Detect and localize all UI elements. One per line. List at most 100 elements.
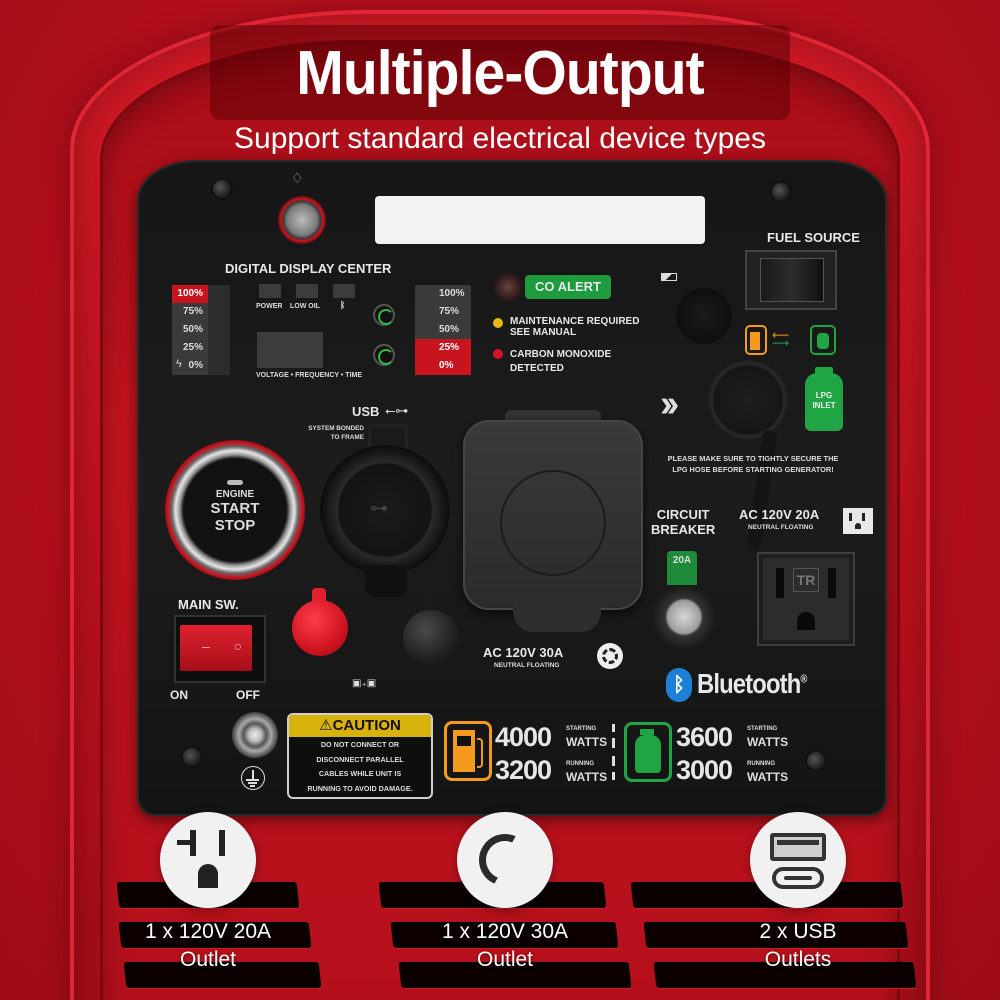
main-switch-marks: – ○ <box>202 638 253 654</box>
feature-label-20a: 1 x 120V 20A Outlet <box>144 920 272 971</box>
ground-terminal[interactable] <box>232 712 278 758</box>
lpg-starting-watts: 3600 <box>676 722 733 752</box>
watts-unit: WATTS <box>747 735 789 749</box>
screw-icon <box>807 752 825 770</box>
lpg-tank-icon <box>624 722 672 782</box>
usb-bonded-note: SYSTEM BONDED TO FRAME <box>308 425 364 441</box>
twist-lock-small-icon <box>597 643 623 669</box>
running-label: RUNNING <box>747 761 775 767</box>
co-detected-dot-icon <box>493 349 503 359</box>
starting-label: STARTING <box>566 726 597 732</box>
screw-icon <box>183 748 201 766</box>
start-button-led <box>227 480 243 485</box>
maintenance-dot-icon <box>493 318 503 328</box>
bluetooth-indicator-led <box>333 284 355 298</box>
starting-label: STARTING <box>747 726 778 732</box>
label-strip <box>375 196 705 244</box>
low-oil-indicator-led <box>296 284 318 298</box>
usb-ports-icon <box>750 812 846 908</box>
gasoline-pump-icon <box>444 721 492 781</box>
gasoline-running-watts: 3200 <box>495 755 552 785</box>
bluetooth-icon: ᛒ <box>666 668 692 702</box>
main-switch-on-label: ON <box>170 688 188 702</box>
power-label: POWER <box>256 303 283 310</box>
lpg-running-watts: 3000 <box>676 755 733 785</box>
ground-symbol-icon <box>241 766 265 790</box>
parallel-port-positive[interactable] <box>292 600 348 656</box>
chevrons-right-icon: ›› <box>660 383 679 425</box>
twist-lock-30a-outlet-icon <box>457 812 553 908</box>
running-label: RUNNING <box>566 761 594 767</box>
parallel-port-negative[interactable] <box>403 610 459 666</box>
outlet-30a-sub: NEUTRAL FLOATING <box>494 662 560 669</box>
usb-cover-hinge <box>368 424 408 464</box>
fuel-source-rocker[interactable] <box>760 258 824 302</box>
outlet-small-icon <box>843 508 873 534</box>
circuit-breaker-button[interactable] <box>652 585 716 649</box>
screw-icon <box>772 183 790 201</box>
nema-5-20-outlet-icon <box>160 812 256 908</box>
page-title: Multiple-Output <box>296 39 704 108</box>
light-icon: ♢ <box>291 170 304 186</box>
arrow-left-icon: ⟵ <box>772 328 790 342</box>
breaker-rating-tag: 20A <box>667 551 697 585</box>
battery-charge-port[interactable] <box>676 288 732 344</box>
bluetooth-small-icon: ᛒ <box>340 300 346 310</box>
circuit-breaker-label: CIRCUIT BREAKER <box>651 507 716 537</box>
page-subtitle: Support standard electrical device types <box>234 122 766 155</box>
parallel-connection-icon: ▣₊▣ <box>352 678 377 689</box>
lpg-tank-icon <box>810 325 836 355</box>
twist-lock-cover-tab[interactable] <box>513 600 601 632</box>
low-oil-label: LOW OIL <box>290 303 320 310</box>
start-button-label-engine: ENGINE <box>215 489 255 500</box>
divider <box>612 738 615 748</box>
light-button[interactable] <box>278 196 326 244</box>
co-alert-badge: CO ALERT <box>525 275 611 299</box>
usb-port[interactable] <box>320 445 450 575</box>
main-switch-rocker[interactable] <box>180 625 252 671</box>
outlet-30a-label: AC 120V 30A <box>483 645 564 660</box>
caution-title: ⚠CAUTION <box>289 715 431 737</box>
outlet-20a-sub: NEUTRAL FLOATING <box>748 524 814 531</box>
lpg-inlet-port[interactable] <box>708 360 788 440</box>
feature-label-usb: 2 x USB Outlets <box>759 920 837 971</box>
gasoline-starting-watts: 4000 <box>495 722 552 752</box>
divider <box>612 756 615 766</box>
screw-icon <box>213 180 231 198</box>
arrow-right-icon: ⟶ <box>772 336 790 350</box>
title-band <box>210 25 790 120</box>
fuel-source-label: FUEL SOURCE <box>767 230 860 245</box>
usb-symbol-icon: ⭠⊶ <box>385 403 409 418</box>
gasoline-icon <box>745 325 767 355</box>
co-detected-label: CARBON MONOXIDE DETECTED <box>510 349 612 374</box>
usb-port-symbol-icon: ⊶ <box>370 498 388 518</box>
display-center-title: DIGITAL DISPLAY CENTER <box>225 261 392 276</box>
start-button-label-start: START <box>210 500 260 517</box>
bluetooth-label: Bluetooth® <box>697 668 807 699</box>
tr-mark: TR <box>793 568 819 592</box>
feature-label-30a: 1 x 120V 30A Outlet <box>441 920 569 971</box>
start-button-label-stop: STOP <box>214 517 256 534</box>
maintenance-label: MAINTENANCE REQUIRED SEE MANUAL <box>510 316 640 338</box>
engine-start-stop-button[interactable] <box>165 440 305 580</box>
nema-5-20-outlet[interactable]: TR <box>757 552 855 646</box>
lightning-icon: ϟ <box>176 358 182 370</box>
watts-unit: WATTS <box>566 770 608 784</box>
power-indicator-led <box>259 284 281 298</box>
lcd-caption: VOLTAGE • FREQUENCY • TIME <box>256 372 363 379</box>
watts-unit: WATTS <box>566 735 608 749</box>
warning-triangle-icon: ⚠ <box>319 717 333 734</box>
battery-icon <box>661 273 677 281</box>
mode-button[interactable] <box>373 304 395 326</box>
lcd-screen <box>257 332 323 368</box>
watts-unit: WATTS <box>747 770 789 784</box>
twist-lock-ring-icon <box>500 470 606 576</box>
usb-label: USB <box>352 404 380 419</box>
divider <box>612 724 615 732</box>
battery-gauge: 100% 75% 50% 25% 0% <box>172 285 230 375</box>
usb-cover-tab[interactable] <box>365 565 407 597</box>
main-switch-label: MAIN SW. <box>178 597 239 612</box>
eco-button[interactable] <box>373 344 395 366</box>
co-alert-led <box>493 272 523 302</box>
main-switch-off-label: OFF <box>236 688 260 702</box>
